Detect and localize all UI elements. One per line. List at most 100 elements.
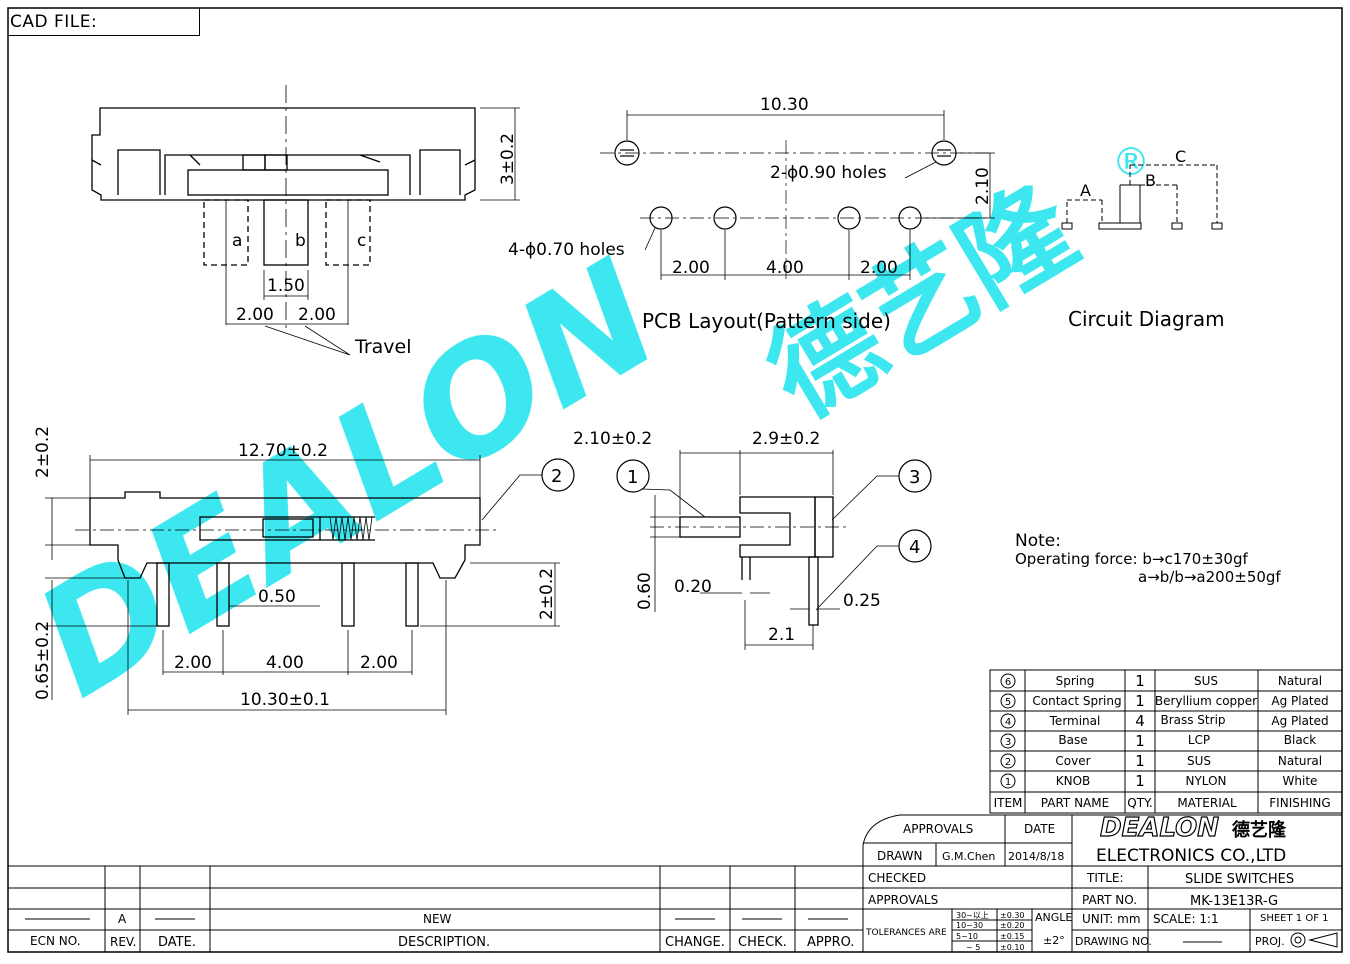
bom-header-item: ITEM [994, 796, 1023, 810]
tb-tol-3: ±0.10 [1000, 943, 1025, 952]
fv-dim-a: 2.00 [174, 653, 212, 673]
rev-h-ecn: ECN NO. [30, 934, 81, 948]
cad-file-label: CAD FILE: [10, 12, 98, 32]
dim-left: 2.00 [236, 305, 274, 325]
pcb-dim-a: 2.00 [672, 258, 710, 278]
pin-label-c: c [357, 231, 366, 251]
rev-h-change: CHANGE. [665, 935, 725, 950]
rev-h-appro: APPRO. [807, 935, 854, 950]
callout-3: 3 [909, 467, 920, 488]
circuit-label-b: B [1145, 171, 1156, 190]
rev-h-date: DATE. [158, 935, 196, 950]
bom-qty: 1 [1135, 732, 1145, 750]
bom-qty: 4 [1135, 712, 1145, 730]
projection-symbol-icon [1290, 932, 1338, 948]
fv-dim-top-left: 2±0.2 [33, 426, 53, 478]
bom-finishing: Black [1284, 733, 1317, 747]
tb-title-value: SLIDE SWITCHES [1185, 872, 1294, 887]
circuit-diagram [1061, 164, 1223, 230]
sv-dim-21: 2.1 [768, 625, 795, 645]
bom-qty: 1 [1135, 752, 1145, 770]
bom-name: Spring [1056, 674, 1095, 688]
title-block-text: APPROVALS DATE DRAWN G.M.Chen 2014/8/18 … [865, 812, 1338, 952]
tb-checked: CHECKED [868, 871, 926, 885]
bom-item: 4 [1005, 717, 1011, 728]
sv-dim-knob: 2.10±0.2 [573, 429, 652, 449]
callout-4: 4 [909, 537, 920, 558]
callout-2: 2 [551, 466, 562, 487]
tb-scale: SCALE: 1:1 [1153, 912, 1219, 926]
bom-row: 3 Base 1 LCP Black [1005, 732, 1316, 750]
bom-material: SUS [1187, 754, 1211, 768]
watermark-registered: ® [1112, 140, 1150, 184]
fv-dim-c: 2.00 [360, 653, 398, 673]
pcb-dim-vert: 2.10 [973, 167, 993, 205]
tb-drawn: DRAWN [877, 849, 923, 863]
bom-header: ITEM PART NAME QTY. MATERIAL FINISHING [994, 796, 1331, 810]
fv-dim-width: 12.70±0.2 [238, 441, 328, 461]
bom-name: Contact Spring [1032, 694, 1121, 708]
pcb-layout [600, 110, 995, 280]
sv-dim-020: 0.20 [674, 577, 712, 597]
bom-finishing: White [1283, 774, 1318, 788]
top-view-labels: 3±0.2 a b c 1.50 2.00 2.00 Travel [232, 133, 518, 358]
revision-block [8, 865, 863, 952]
note-title: Note: [1015, 531, 1061, 551]
circuit-caption: Circuit Diagram [1068, 307, 1225, 331]
tb-logo: DEALON [1100, 813, 1219, 843]
tb-proj: PROJ. [1255, 935, 1285, 948]
tb-drawing-no: DRAWING NO. [1075, 935, 1152, 948]
pcb-big-holes: 2-ϕ0.90 holes [770, 163, 887, 183]
bom-finishing: Ag Plated [1271, 694, 1328, 708]
fv-dim-pin-left: 0.65±0.2 [33, 621, 53, 700]
bom-row: 1 KNOB 1 NYLON White [1005, 772, 1318, 790]
bom-material: LCP [1188, 733, 1210, 747]
dim-height: 3±0.2 [498, 133, 518, 185]
tb-unit: UNIT: mm [1082, 912, 1141, 926]
note-block: Note: Operating force: b→c170±30gf a→b/b… [1015, 531, 1281, 586]
pcb-dim-b: 4.00 [766, 258, 804, 278]
bom-header-name: PART NAME [1041, 796, 1109, 810]
bom-row: 2 Cover 1 SUS Natural [1005, 752, 1322, 770]
tb-sheet: SHEET 1 OF 1 [1260, 913, 1329, 924]
bom-row: 5 Contact Spring 1 Beryllium copper Ag P… [1005, 692, 1329, 710]
title-block [862, 814, 1342, 952]
bom-name: Cover [1055, 754, 1090, 768]
sv-dim-body: 2.9±0.2 [752, 429, 820, 449]
tb-drawn-date: 2014/8/18 [1008, 850, 1064, 863]
tb-tolerances: TOLERANCES ARE [865, 928, 947, 938]
bom-finishing: Natural [1278, 674, 1322, 688]
rev-new: NEW [423, 912, 452, 926]
rev-h-check: CHECK. [738, 935, 787, 950]
bom-name: Terminal [1049, 714, 1101, 728]
bom-material: Brass Strip [1160, 713, 1225, 727]
fv-dim-pin: 0.50 [258, 587, 296, 607]
tb-date: DATE [1024, 822, 1055, 836]
bom-header-material: MATERIAL [1177, 796, 1237, 810]
cad-file-box [8, 8, 200, 36]
fv-dim-b: 4.00 [266, 653, 304, 673]
pcb-caption: PCB Layout(Pattern side) [642, 309, 891, 333]
circuit-label-a: A [1080, 181, 1091, 200]
tb-tol-range-0: 30~以上 [956, 911, 989, 920]
tb-angle: ANGLE [1035, 911, 1072, 924]
fv-dim-total: 10.30±0.1 [240, 690, 330, 710]
fv-dim-pin-right: 2±0.2 [537, 568, 557, 620]
front-view [45, 455, 575, 715]
bom-item: 3 [1005, 737, 1011, 748]
bom-name: Base [1058, 733, 1087, 747]
tb-tol-2: ±0.15 [1000, 932, 1025, 941]
sheet-border [7, 7, 1343, 953]
bom-item: 6 [1005, 677, 1011, 688]
sv-dim-025: 0.25 [843, 591, 881, 611]
tb-title-label: TITLE: [1086, 871, 1124, 885]
sv-dim-060: 0.60 [635, 572, 655, 610]
pcb-labels: 10.30 2-ϕ0.90 holes 2.10 4-ϕ0.70 holes 2… [508, 95, 993, 333]
tb-tol-range-1: 10~30 [956, 921, 983, 930]
bom-qty: 1 [1135, 772, 1145, 790]
tb-tol-1: ±0.20 [1000, 921, 1025, 930]
bom-text: 6 Spring 1 SUS Natural 5 Contact Spring … [994, 672, 1331, 810]
pcb-dim-top: 10.30 [760, 95, 809, 115]
tb-approvals: APPROVALS [903, 822, 973, 836]
bom-table [989, 669, 1343, 814]
